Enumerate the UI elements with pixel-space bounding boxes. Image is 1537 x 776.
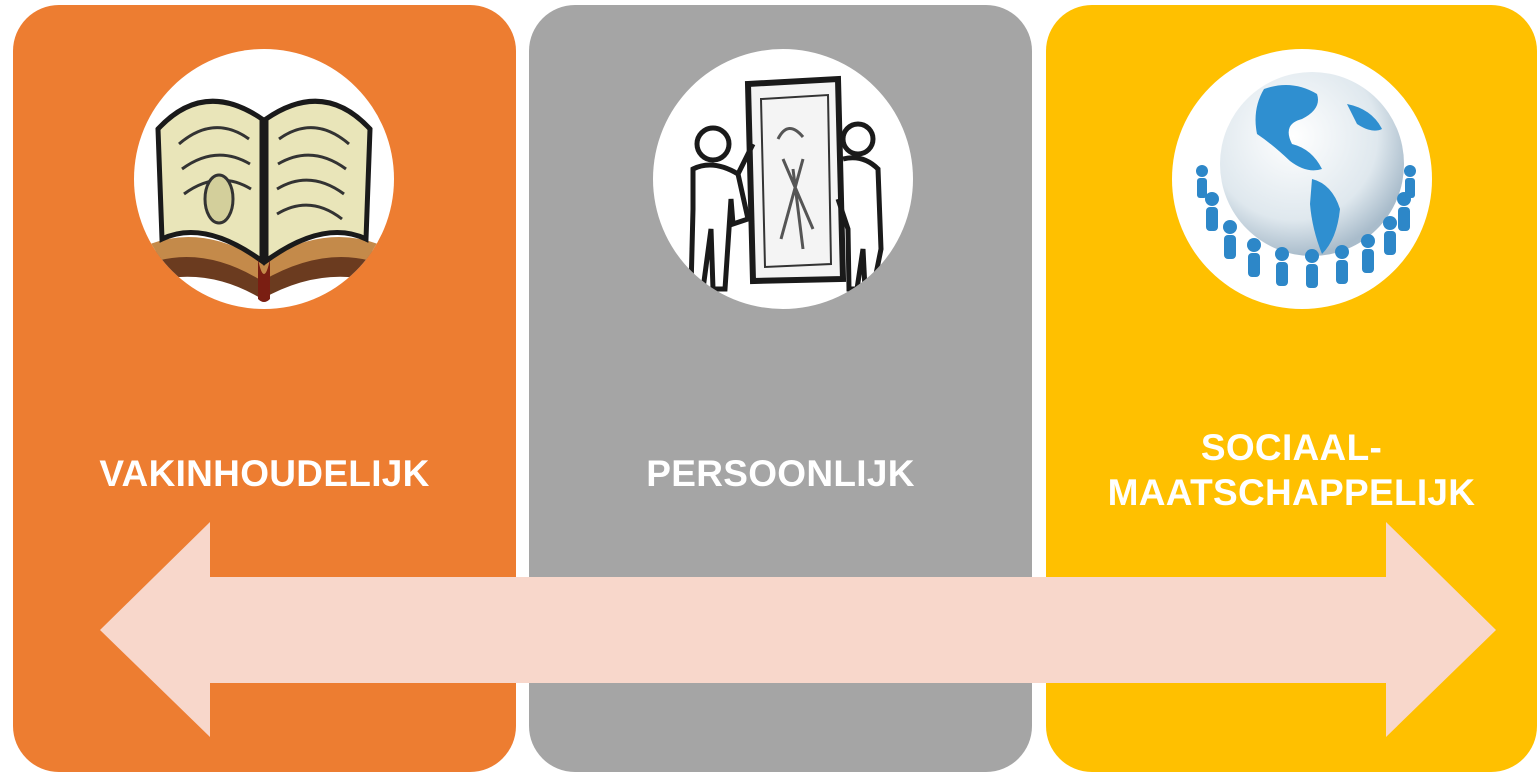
card-persoonlijk: PERSOONLIJK	[529, 5, 1032, 772]
card-label-line-1: SOCIAAL-	[1046, 425, 1537, 470]
open-book-icon	[134, 49, 394, 309]
card-label: PERSOONLIJK	[529, 451, 1032, 496]
card-sociaal-maatschappelijk: SOCIAAL- MAATSCHAPPELIJK	[1046, 5, 1537, 772]
mirror-people-icon	[653, 49, 913, 309]
card-label: SOCIAAL- MAATSCHAPPELIJK	[1046, 425, 1537, 515]
card-label: VAKINHOUDELIJK	[13, 451, 516, 496]
card-label-line-2: MAATSCHAPPELIJK	[1046, 470, 1537, 515]
globe-people-icon	[1172, 49, 1432, 309]
card-vakinhoudelijk: VAKINHOUDELIJK	[13, 5, 516, 772]
